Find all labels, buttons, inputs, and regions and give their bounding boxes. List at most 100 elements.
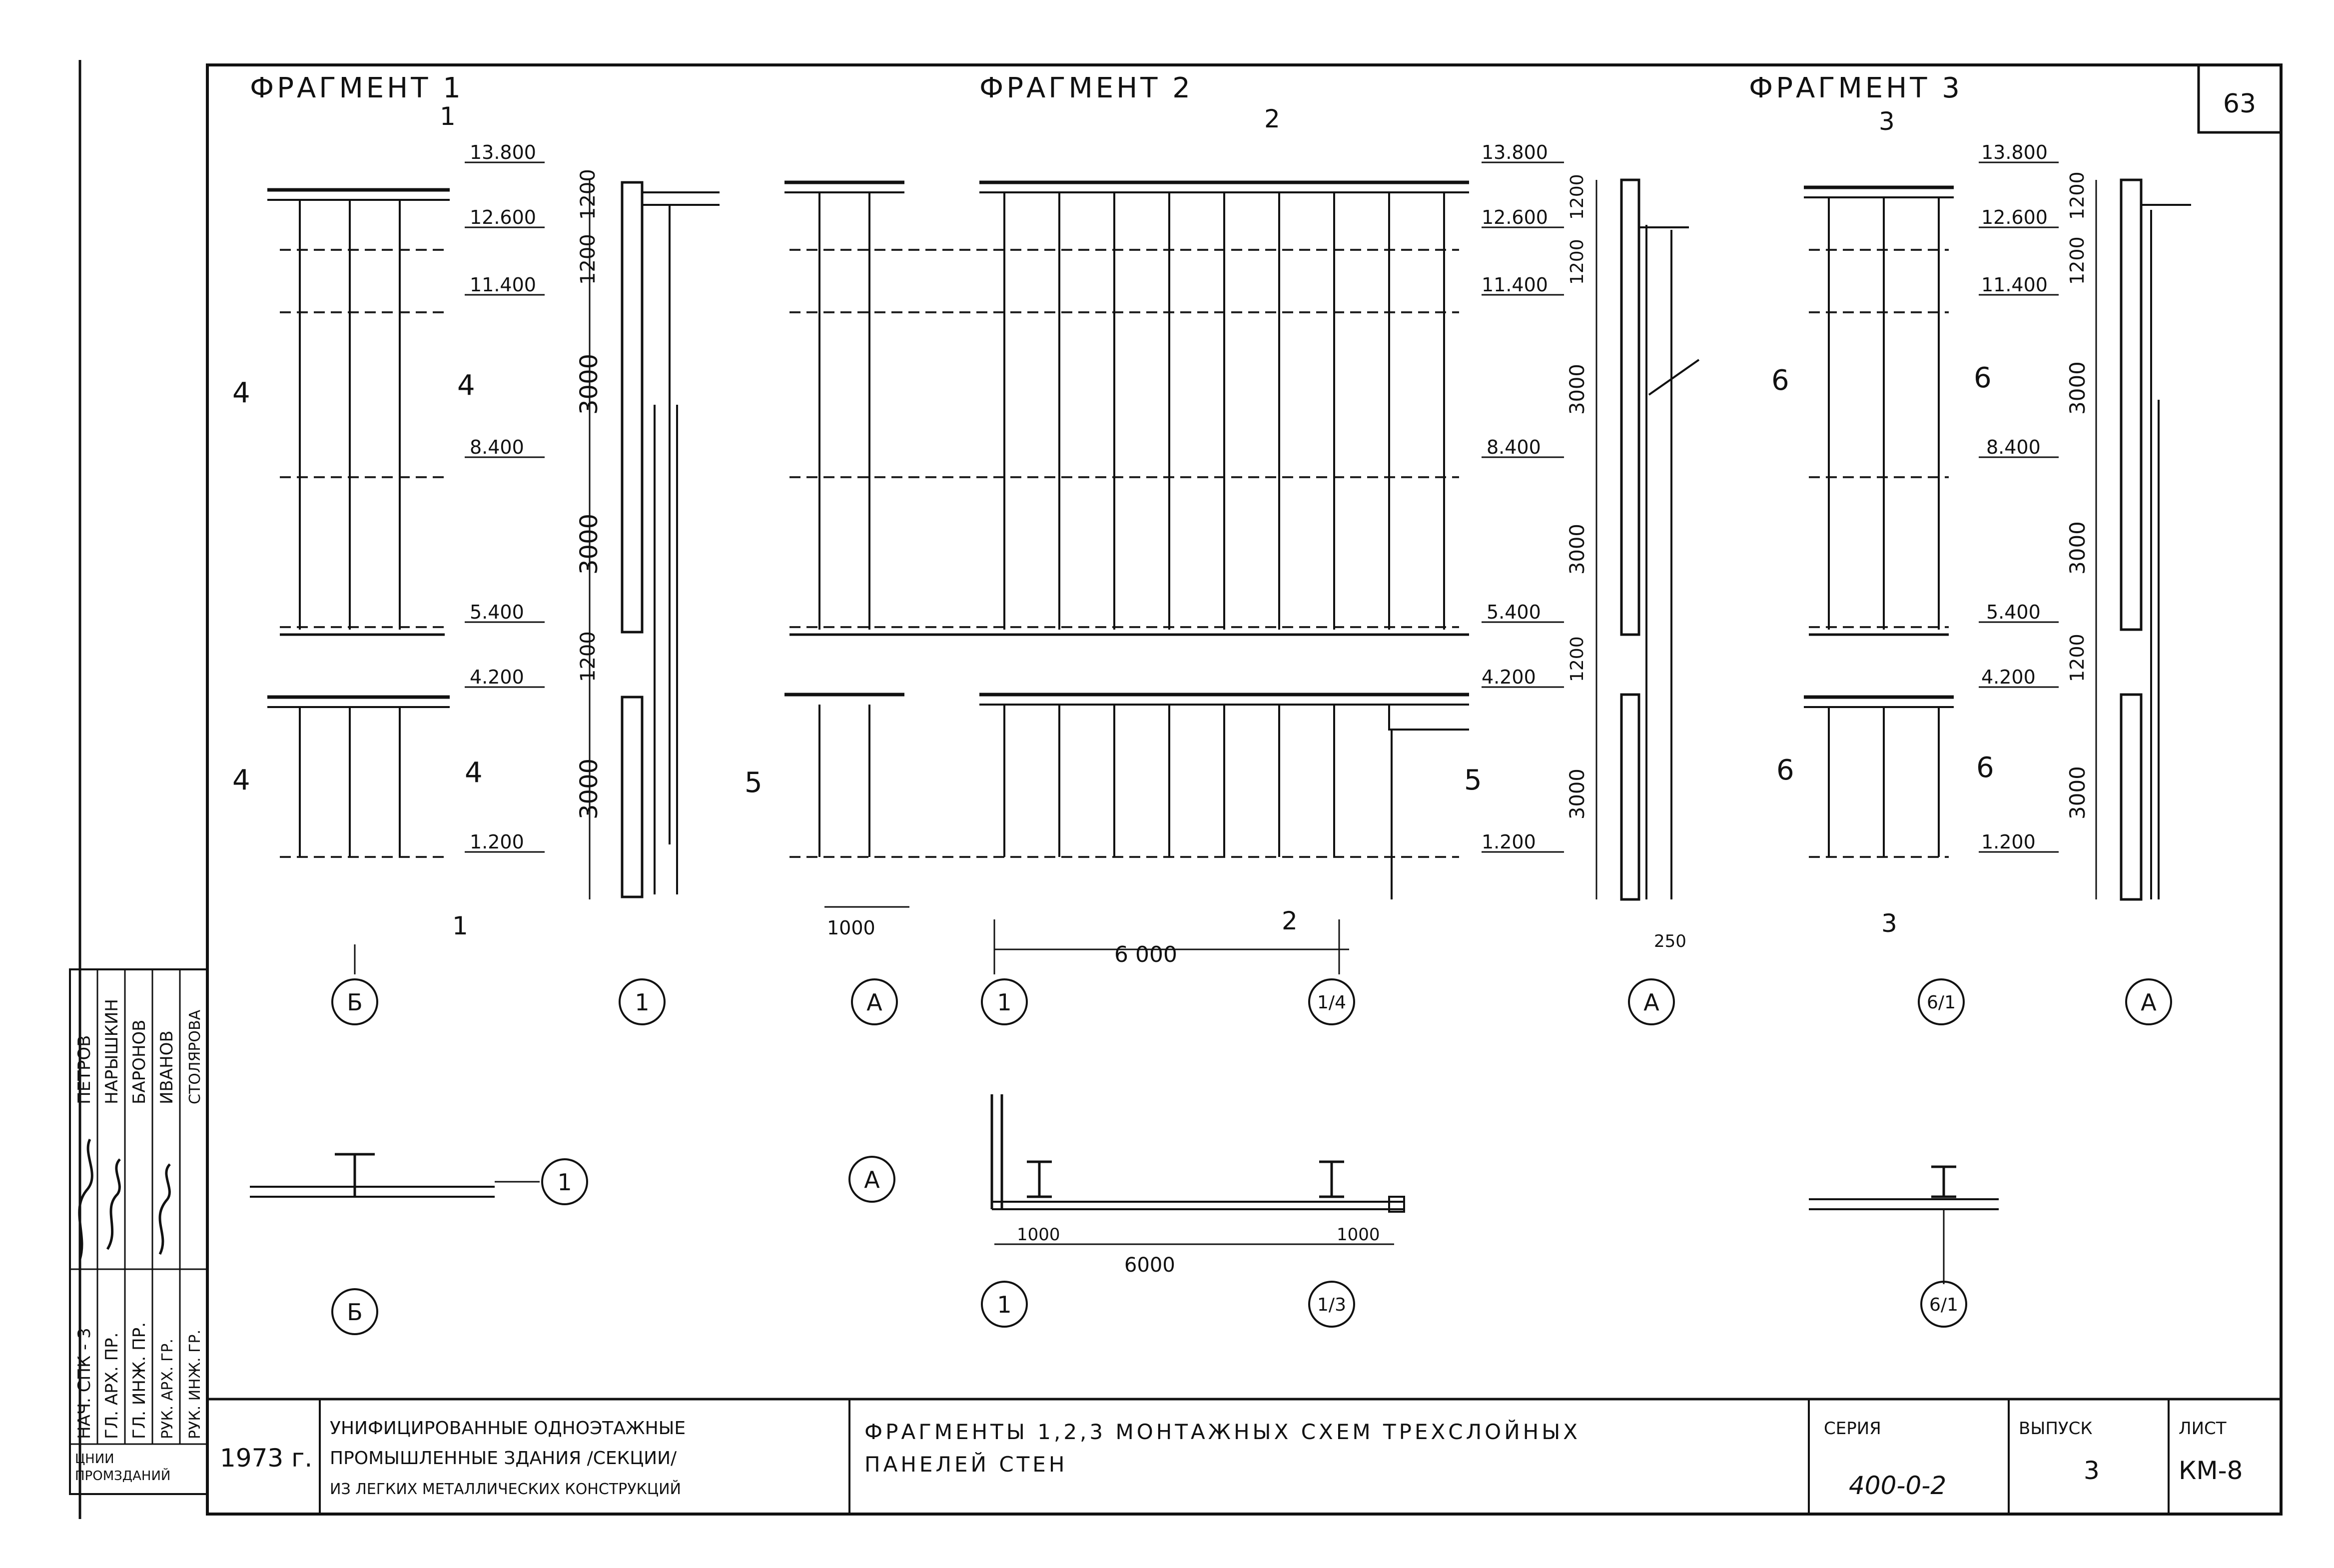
- f3-span-1: 1200: [2066, 171, 2088, 220]
- f3-level-7: 1.200: [1981, 831, 2036, 853]
- title-block: [206, 1398, 2283, 1516]
- f2-plan-axis-1: 1: [997, 1291, 1011, 1318]
- f3-mark-upper-right: 6: [1974, 362, 1992, 394]
- f1-mark-upper-left: 4: [232, 377, 250, 409]
- f3-span-6: 3000: [2065, 766, 2090, 819]
- stamp-role-3: ГЛ. ИНЖ. ПР.: [129, 1322, 149, 1439]
- f2-span-2: 1200: [1567, 239, 1587, 285]
- title-year: 1973 г.: [220, 1444, 312, 1473]
- stamp-role-2: ГЛ. АРХ. ПР.: [102, 1333, 122, 1439]
- f3-span-3: 3000: [2065, 361, 2090, 415]
- f2-dim-250: 250: [1654, 931, 1686, 951]
- f3-plan-axis-bubble: [1920, 1281, 1967, 1328]
- issue-label: ВЫПУСК: [2019, 1419, 2093, 1439]
- fragment-3-plan: [1809, 1165, 1999, 1284]
- f3-level-2: 12.600: [1981, 206, 2048, 228]
- f1-plan-axis-b-bubble: [331, 1288, 378, 1335]
- sheet-value: КМ-8: [2179, 1456, 2243, 1485]
- fragment-3-section: [2120, 178, 2191, 901]
- f1-plan-axis-1: 1: [557, 1169, 572, 1196]
- f1-axis-a: А: [866, 989, 882, 1016]
- f2-level-2: 12.600: [1482, 206, 1548, 228]
- f1-level-5: 5.400: [470, 601, 524, 623]
- f1-axis-a-bubble: [851, 978, 898, 1025]
- f3-span-5: 1200: [2066, 634, 2088, 682]
- f2-plan-axis-a: А: [864, 1166, 880, 1193]
- f3-level-1: 13.800: [1981, 141, 2048, 163]
- fragment-2-section: [1620, 178, 1700, 901]
- f2-span-3: 3000: [1566, 364, 1589, 415]
- sheet-title-line-1: ФРАГМЕНТЫ 1,2,3 МОНТАЖНЫХ СХЕМ ТРЕХСЛОЙН…: [864, 1419, 1580, 1444]
- f3-span-4: 3000: [2065, 521, 2090, 575]
- fragment-1-plan: [250, 1153, 540, 1198]
- stamp-footer-box: ЦНИИ ПРОМЗДАНИЙ: [75, 1452, 170, 1484]
- f2-plan-axis-1-3: 1/3: [1317, 1295, 1346, 1315]
- stamp-signatures: [78, 1138, 171, 1260]
- f1-axis-b-bubble: [331, 978, 378, 1025]
- fragment-2-levels: [1482, 161, 1597, 899]
- f2-level-5: 5.400: [1487, 601, 1541, 623]
- fragment-2-title: ФРАГМЕНТ 2: [979, 72, 1193, 104]
- f2-span-6: 3000: [1566, 769, 1589, 819]
- stamp-name-4: ИВАНОВ: [157, 1030, 177, 1104]
- fragment-2-plan: [990, 1094, 1405, 1245]
- side-stamp: [69, 968, 208, 1495]
- f1-mark-upper-right: 4: [457, 369, 475, 402]
- f3-level-3: 11.400: [1981, 274, 2048, 296]
- fragment-1-title: ФРАГМЕНТ 1: [250, 72, 464, 104]
- f2-span-1: 1200: [1567, 174, 1587, 220]
- f1-mark-lower-right: 4: [465, 757, 483, 789]
- series-label: СЕРИЯ: [1824, 1419, 1881, 1439]
- f1-level-6: 4.200: [470, 666, 524, 688]
- f1-level-7: 1.200: [470, 831, 524, 853]
- title-project-line-1: УНИФИЦИРОВАННЫЕ ОДНОЭТАЖНЫЕ: [330, 1418, 686, 1439]
- f2-span-4: 3000: [1566, 524, 1589, 575]
- f3-mark-upper-left: 6: [1771, 364, 1789, 397]
- f2-axis-a-bubble: [1628, 978, 1675, 1025]
- f1-axis-b: Б: [347, 989, 363, 1016]
- f1-span-1: 1200: [577, 169, 600, 220]
- f1-mark-lower-left: 4: [232, 764, 250, 796]
- f2-plan-dim-3: 1000: [1337, 1225, 1380, 1245]
- f1-level-4: 8.400: [470, 436, 524, 458]
- f1-axis-1: 1: [635, 989, 649, 1016]
- f3-section-mark-bottom: 3: [1881, 909, 1897, 938]
- f2-dim-1000: 1000: [827, 917, 875, 939]
- f3-axis-6-1: 6/1: [1927, 992, 1956, 1013]
- f3-span-2: 1200: [2066, 236, 2088, 285]
- fragment-1-elevation: [267, 188, 450, 974]
- fragment-1-section: [621, 181, 720, 898]
- f2-mark-left: 5: [745, 767, 763, 799]
- f1-axis-1-bubble: [619, 978, 666, 1025]
- f3-axis-a-bubble: [2125, 978, 2172, 1025]
- f1-section-mark-top: 1: [440, 102, 456, 131]
- f1-span-4: 3000: [575, 514, 603, 575]
- f3-section-mark-top: 3: [1879, 107, 1895, 136]
- f2-axis-1-bubble: [981, 978, 1028, 1025]
- f3-plan-axis: 6/1: [1929, 1295, 1958, 1315]
- f2-level-4: 8.400: [1487, 436, 1541, 458]
- f2-level-7: 1.200: [1482, 831, 1536, 853]
- f2-level-3: 11.400: [1482, 274, 1548, 296]
- f3-axis-a: А: [2141, 989, 2157, 1016]
- f2-mark-right: 5: [1464, 764, 1482, 796]
- f2-plan-axis-a-bubble: [848, 1156, 895, 1203]
- f2-axis-1: 1: [997, 989, 1011, 1016]
- f1-level-1: 13.800: [470, 141, 536, 163]
- stamp-name-1: ПЕТРОВ: [74, 1035, 94, 1104]
- sheet-number-box: [2197, 63, 2283, 134]
- f3-mark-lower-left: 6: [1776, 754, 1794, 786]
- f3-axis-6-1-bubble: [1918, 978, 1965, 1025]
- issue-value: 3: [2084, 1456, 2100, 1485]
- fragment-3-title: ФРАГМЕНТ 3: [1749, 72, 1963, 104]
- f2-dim-6000: 6 000: [1114, 942, 1177, 967]
- f2-section-mark-top: 2: [1264, 104, 1280, 133]
- stamp-name-2: НАРЫШКИН: [102, 999, 122, 1104]
- title-project-line-2: ПРОМЫШЛЕННЫЕ ЗДАНИЯ /СЕКЦИИ/: [330, 1448, 677, 1469]
- fragment-2-elevation: [784, 180, 1469, 974]
- f1-level-2: 12.600: [470, 206, 536, 228]
- f2-plan-dim-1: 1000: [1017, 1225, 1060, 1245]
- f2-level-6: 4.200: [1482, 666, 1536, 688]
- stamp-name-5: СТОЛЯРОВА: [186, 1009, 204, 1104]
